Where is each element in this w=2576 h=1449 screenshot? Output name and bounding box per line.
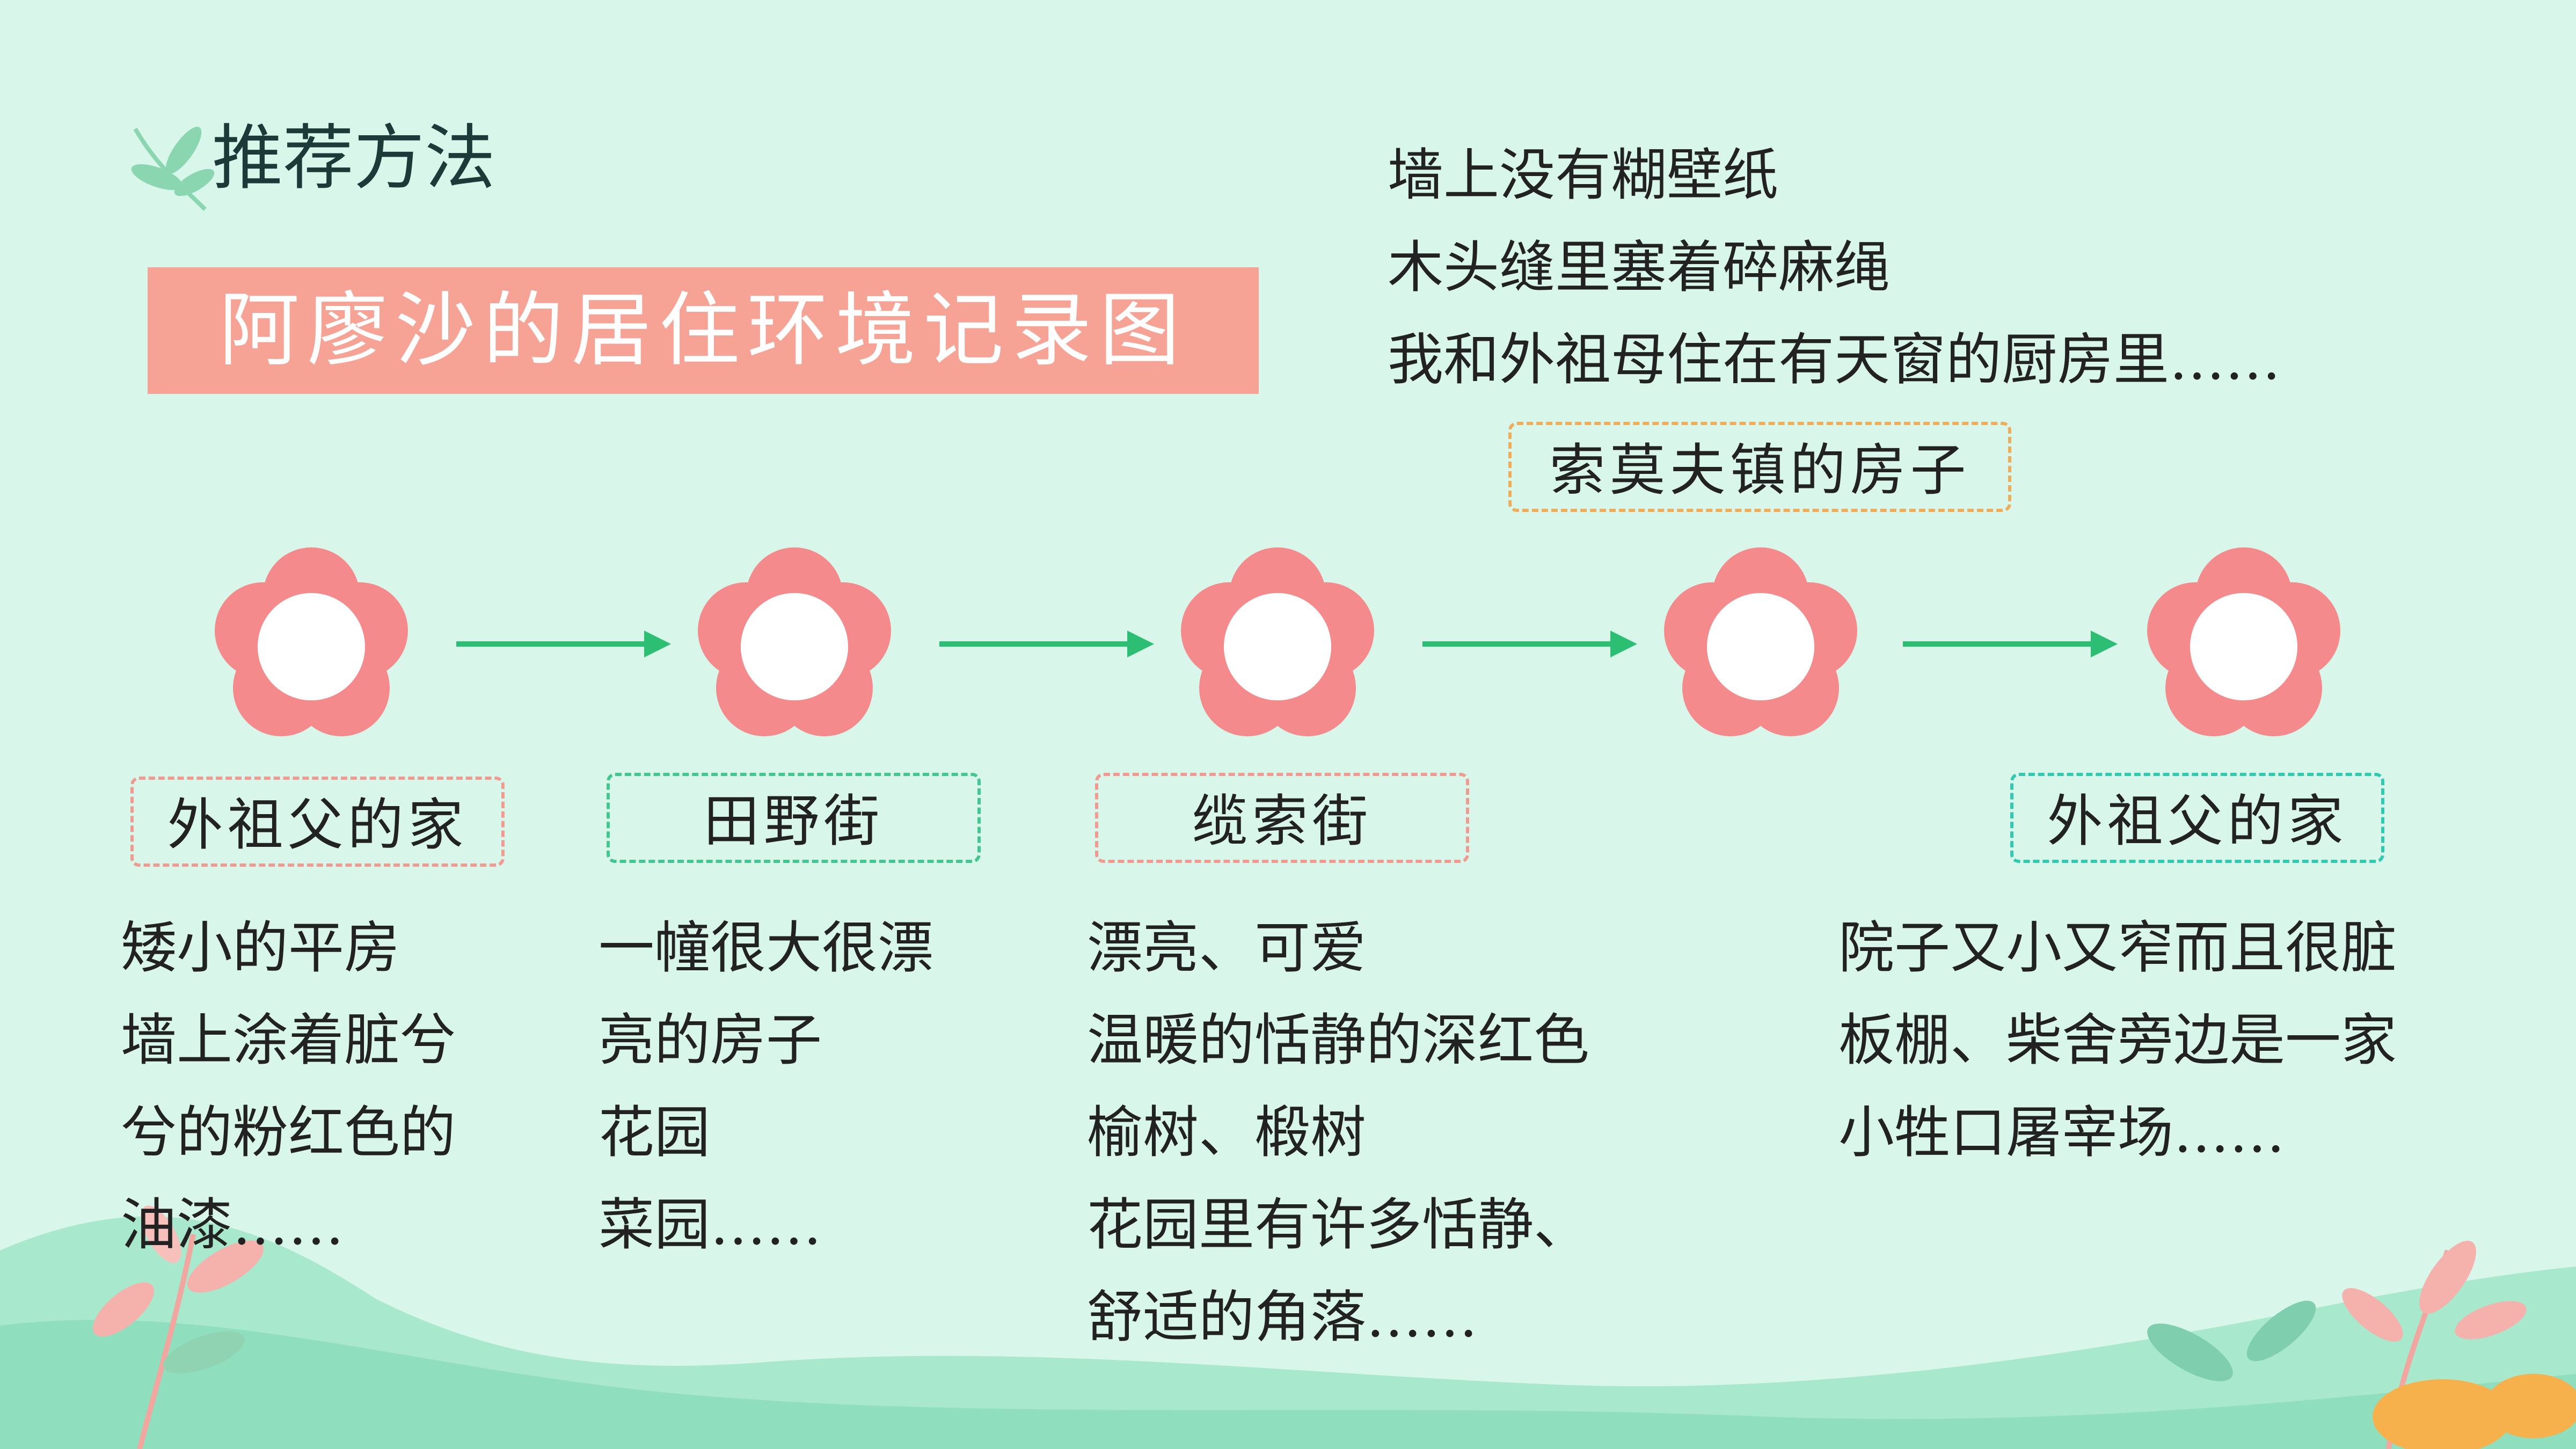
stage-description-3: 漂亮、可爱 温暖的恬静的深红色 榆树、椴树 花园里有许多恬静、 舒适的角落…… <box>1087 915 1590 1350</box>
stage-label-4: 外祖父的家 <box>2010 773 2384 863</box>
stage-flower-5 <box>2147 547 2340 736</box>
stage-description-2: 一幢很大很漂 亮的房子 花园 菜园…… <box>599 915 934 1257</box>
flow-arrow-2 <box>939 631 1154 657</box>
section-title: 推荐方法 <box>212 117 495 200</box>
flow-arrow-3 <box>1422 631 1637 657</box>
stage-label-3: 缆索街 <box>1095 773 1469 863</box>
stage-flower-1 <box>215 547 408 736</box>
top-description: 墙上没有糊壁纸 木头缝里塞着碎麻绳 我和外祖母住在有天窗的厨房里…… <box>1388 142 2281 392</box>
top-stage-label: 索莫夫镇的房子 <box>1508 422 2011 512</box>
stage-flower-4 <box>1664 547 1857 736</box>
stage-description-4: 院子又小又窄而且很脏 板棚、柴舍旁边是一家 小牲口屠宰场…… <box>1838 915 2397 1165</box>
stage-label-1: 外祖父的家 <box>130 777 505 867</box>
diagram-title: 阿廖沙的居住环境记录图 <box>148 267 1259 394</box>
stage-flower-2 <box>698 547 891 736</box>
right-plant-decoration <box>2147 1240 2576 1449</box>
stage-flower-3 <box>1181 547 1374 736</box>
leaf-icon <box>131 127 215 211</box>
stage-label-2: 田野街 <box>607 773 981 863</box>
stage-description-1: 矮小的平房 墙上涂着脏兮 兮的粉红色的 油漆…… <box>121 915 456 1257</box>
flow-arrow-1 <box>456 631 671 657</box>
flow-arrow-4 <box>1903 631 2118 657</box>
